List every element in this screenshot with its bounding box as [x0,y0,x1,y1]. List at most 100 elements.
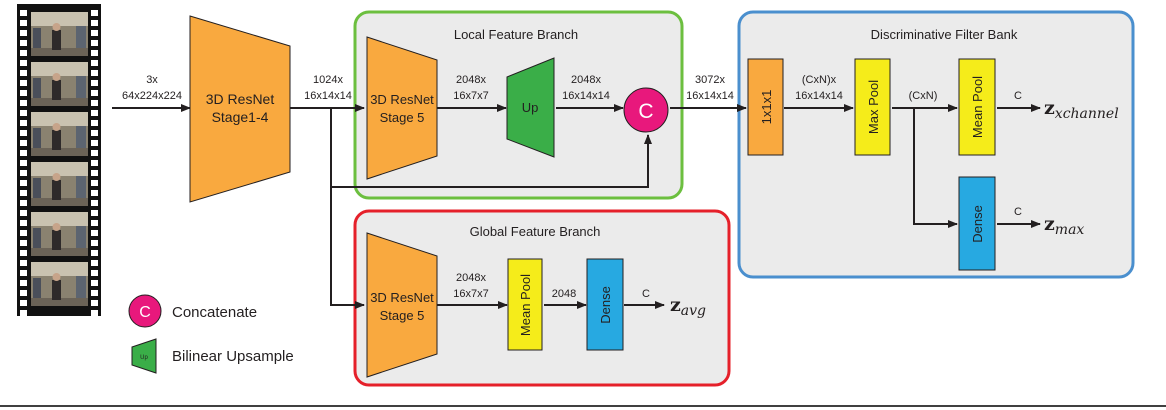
stage1-4-label-line2: Stage1-4 [212,109,269,125]
sprocket-hole [91,190,98,196]
local-dims-b-line1: 2048x [571,74,601,86]
sprocket-hole [20,290,27,296]
output-z-avg: zavg [670,294,706,319]
legend-concat-label: Concatenate [172,304,257,321]
sprocket-hole [20,120,27,126]
conv-1x1x1-block [747,58,784,156]
fb-mean-pool-block [958,58,996,156]
sprocket-hole [91,240,98,246]
fb-dims-a-line2: 16x14x14 [795,90,843,102]
sprocket-hole [91,210,98,216]
sprocket-hole [91,130,98,136]
global-dims-a-line1: 2048x [456,272,486,284]
sprocket-hole [91,20,98,26]
global-stage5-label-line2: Stage 5 [380,308,425,323]
sprocket-hole [91,70,98,76]
global-stage5-block [366,232,438,378]
sprocket-hole [20,240,27,246]
concatenate-node-symbol: C [638,100,653,123]
sprocket-hole [91,120,98,126]
sprocket-hole [20,310,27,316]
global-dense-label: Dense [598,286,613,324]
input-dims-line2: 64x224x224 [122,90,182,102]
sprocket-hole [91,50,98,56]
sprocket-hole [20,170,27,176]
video-frame [31,12,88,56]
fb-dense-block [958,176,996,271]
fb-mean-pool-label: Mean Pool [970,76,985,138]
concatenate-node [623,87,669,133]
sprocket-hole [20,10,27,16]
sprocket-hole [20,250,27,256]
global-mean-pool-block [507,258,543,351]
sprocket-hole [91,110,98,116]
stage1-4-label-line1: 3D ResNet [206,91,275,107]
fb-dims-c: C [1014,90,1022,102]
sprocket-hole [91,280,98,286]
sprocket-hole [91,180,98,186]
fb-dense-label: Dense [970,205,985,243]
sprocket-hole [91,30,98,36]
sprocket-hole [20,210,27,216]
sprocket-hole [20,180,27,186]
sprocket-hole [20,260,27,266]
sprocket-hole [20,160,27,166]
video-frame [31,262,88,306]
max-pool-label: Max Pool [866,80,881,134]
video-frames-strip [17,4,101,316]
global-stage5-label-line1: 3D ResNet [370,290,434,305]
filter-bank-panel [737,10,1135,279]
sprocket-hole [91,60,98,66]
sprocket-hole [20,20,27,26]
sprocket-hole [20,70,27,76]
sprocket-hole [91,140,98,146]
max-pool-block [854,58,891,156]
conv-1x1x1-label: 1x1x1 [759,90,774,125]
legend-concat-symbol: C [139,304,151,321]
local-stage5-label-line1: 3D ResNet [370,92,434,107]
video-frame [31,62,88,106]
sprocket-hole [91,310,98,316]
sprocket-hole [20,100,27,106]
fb-dims-b: (CxN) [909,90,938,102]
concat-out-dims-line2: 16x14x14 [686,90,734,102]
sprocket-hole [20,110,27,116]
sprocket-hole [20,200,27,206]
sprocket-hole [20,270,27,276]
sprocket-hole [91,230,98,236]
sprocket-hole [91,40,98,46]
sprocket-hole [20,140,27,146]
sprocket-hole [20,30,27,36]
connectors [112,104,1041,309]
sprocket-hole [20,190,27,196]
video-frame [31,162,88,206]
global-dims-b: 2048 [552,288,576,300]
local-dims-a-line2: 16x7x7 [453,90,488,102]
local-dims-b-line2: 16x14x14 [562,90,610,102]
sprocket-hole [91,80,98,86]
global-dims-c: C [642,288,650,300]
sprocket-hole [20,90,27,96]
sprocket-hole [20,230,27,236]
sprocket-hole [91,220,98,226]
sprocket-hole [20,280,27,286]
video-frame [31,112,88,156]
sprocket-hole [91,200,98,206]
stage14-out-dims-line1: 1024x [313,74,343,86]
sprocket-hole [91,90,98,96]
local-stage5-label-line2: Stage 5 [380,110,425,125]
fb-dims-d: C [1014,206,1022,218]
sprocket-hole [20,300,27,306]
global-mean-pool-label: Mean Pool [518,274,533,336]
sprocket-hole [91,300,98,306]
sprocket-hole [91,10,98,16]
global-branch-title: Global Feature Branch [470,224,601,239]
stage14-out-dims-line2: 16x14x14 [304,90,352,102]
sprocket-hole [91,270,98,276]
sprocket-hole [20,220,27,226]
legend-concat-icon [128,294,162,328]
legend-upsample-icon [131,338,157,374]
sprocket-hole [91,150,98,156]
local-stage5-block [366,36,438,180]
